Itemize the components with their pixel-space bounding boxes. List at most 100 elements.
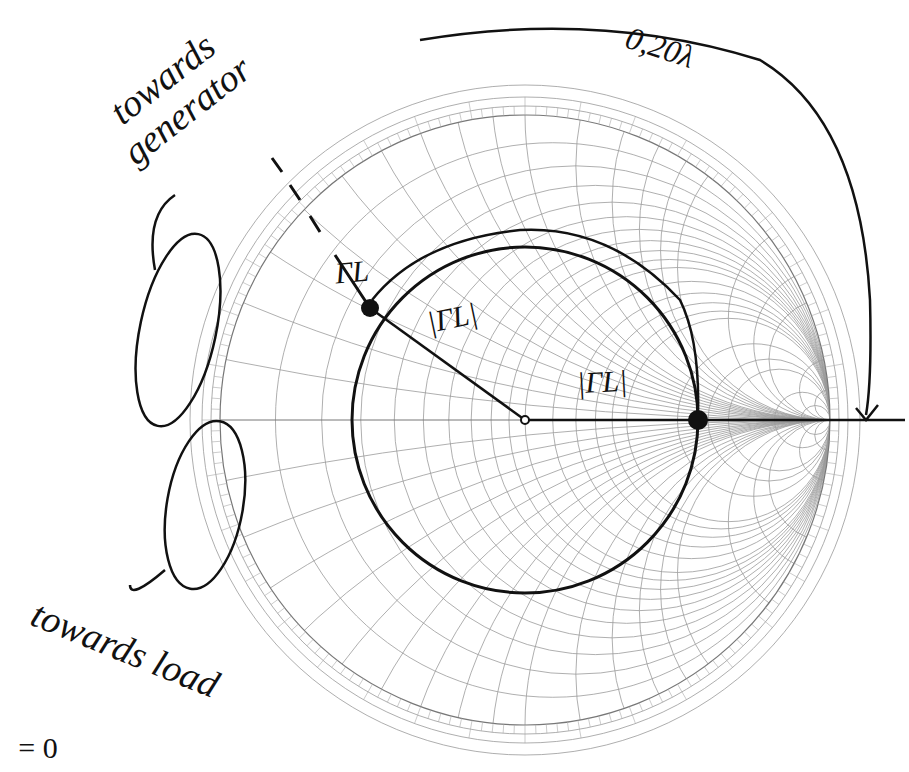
reactance-arc	[449, 420, 909, 772]
scale-tick	[265, 244, 272, 249]
scale-tick	[415, 707, 421, 724]
scale-tick	[207, 364, 225, 367]
scale-tick	[213, 451, 222, 453]
scale-tick	[789, 573, 805, 582]
scale-tick	[226, 514, 235, 517]
scale-tick	[503, 107, 505, 116]
scale-tick	[248, 563, 256, 567]
scale-tick	[211, 409, 220, 410]
scale-tick	[514, 725, 515, 734]
scale-tick	[556, 108, 558, 117]
reactance-arc	[678, 115, 909, 420]
scale-tick	[588, 718, 590, 727]
scale-tick	[387, 694, 391, 702]
reactance-arc	[612, 420, 909, 772]
scale-tick	[307, 194, 313, 200]
scale-tick	[212, 441, 221, 443]
scale-tick	[460, 718, 462, 727]
scale-tick	[578, 102, 581, 120]
scale-tick	[829, 441, 838, 443]
scale-tick	[223, 333, 232, 335]
scale-tick	[245, 573, 261, 582]
scale-tick	[784, 254, 792, 259]
scale-tick	[818, 504, 827, 506]
reactance-arc	[728, 217, 909, 420]
scale-tick	[503, 724, 505, 733]
scale-tick	[687, 679, 692, 687]
scale-tick	[825, 364, 843, 367]
scale-tick	[245, 259, 261, 268]
scale-tick	[629, 116, 635, 133]
scale-tick	[815, 514, 824, 517]
scale-tick	[218, 483, 227, 485]
scale-tick	[619, 710, 622, 719]
scale-tick	[415, 116, 421, 133]
scale-tick	[307, 639, 313, 645]
scale-tick	[825, 473, 843, 476]
scale-tick	[794, 563, 802, 567]
scale-tick	[243, 554, 251, 558]
scale-tick	[794, 273, 802, 277]
reactance-arc	[0, 420, 909, 772]
scale-tick	[823, 483, 832, 485]
scale-tick	[567, 722, 568, 731]
scale-tick	[469, 102, 472, 120]
reactance-arc	[728, 420, 909, 623]
scale-tick	[588, 113, 590, 122]
scale-tick	[397, 699, 401, 707]
scale-tick	[212, 398, 221, 400]
scale-tick	[481, 109, 482, 118]
scale-tick	[407, 703, 410, 711]
scale-tick	[812, 524, 829, 530]
scale-tick	[525, 97, 526, 115]
scale-tick	[821, 344, 830, 346]
scale-tick	[567, 109, 568, 118]
scale-tick	[668, 143, 672, 151]
scale-tick	[599, 115, 601, 124]
scale-tick	[815, 323, 824, 326]
scale-tick	[220, 344, 229, 346]
reactance-arc	[576, 420, 909, 772]
scale-tick	[619, 121, 622, 130]
direction-note: towards load	[2, 585, 249, 716]
scale-tick	[469, 720, 472, 738]
scale-tick	[223, 504, 232, 506]
scale-tick	[292, 210, 299, 216]
scale-tick	[220, 494, 229, 496]
scale-tick	[449, 115, 451, 124]
reactance-arc	[576, 0, 909, 420]
scale-tick	[812, 310, 829, 316]
scale-tick	[649, 699, 653, 707]
scale-tick	[799, 282, 807, 286]
scale-tick	[525, 725, 526, 743]
scale-tick	[818, 333, 827, 335]
scale-tick	[830, 409, 839, 410]
scale-tick	[687, 154, 692, 162]
scale-tick	[340, 166, 345, 173]
reactance-arc	[68, 420, 909, 772]
scale-tick	[481, 722, 482, 731]
scale-tick	[599, 716, 601, 725]
scale-tick	[729, 187, 735, 194]
scale-tick	[828, 451, 837, 453]
scale-tick	[659, 694, 663, 702]
scale-tick	[317, 173, 329, 187]
scale-tick	[678, 684, 687, 700]
scale-tick	[226, 323, 235, 326]
scale-tick	[438, 713, 440, 722]
scale-tick	[696, 160, 701, 167]
scale-tick	[609, 118, 611, 127]
scale-tick	[278, 616, 292, 628]
scale-tick	[713, 660, 719, 667]
scale-tick	[238, 544, 246, 548]
reactance-arc	[491, 0, 909, 420]
scale-tick	[492, 108, 494, 117]
scale-tick	[721, 654, 733, 668]
scale-tick	[765, 227, 772, 233]
reactance-arc	[322, 0, 909, 420]
scale-tick	[359, 154, 364, 162]
scale-tick	[546, 724, 548, 733]
scale-tick	[799, 554, 807, 558]
scale-tick	[315, 187, 321, 194]
scale-tick	[221, 310, 238, 316]
